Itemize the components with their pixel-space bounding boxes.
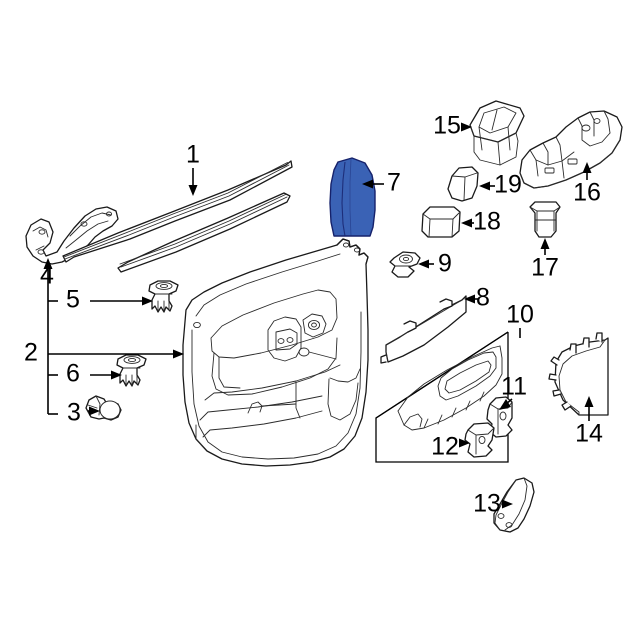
leader-6 — [90, 370, 122, 380]
leader-3 — [88, 406, 100, 416]
callout-label-13: 13 — [473, 490, 501, 518]
callout-label-1: 1 — [186, 141, 200, 169]
part-12-armrest-bracket-lower — [464, 422, 495, 458]
part-7-front-corner-garnish-cover — [329, 157, 376, 237]
leader-8 — [464, 294, 478, 304]
leader-4 — [43, 258, 53, 290]
leader-2 — [48, 349, 184, 359]
part-3-round-push-clip — [85, 395, 122, 421]
leader-17 — [540, 238, 550, 255]
callout-label-12: 12 — [431, 433, 459, 461]
part-18-switch-blank-cap-wide — [421, 206, 461, 238]
part-15-single-window-switch — [469, 100, 525, 166]
leader-bracket-left — [47, 290, 58, 415]
part-14-rear-trim-end-panel — [548, 332, 609, 416]
callout-label-19: 19 — [494, 171, 522, 199]
part-13-door-pull-handle-cover — [493, 477, 535, 533]
leader-11 — [499, 398, 513, 410]
leader-7 — [362, 179, 384, 189]
callout-label-14: 14 — [575, 420, 603, 448]
part-2-door-trim-panel — [182, 238, 369, 467]
part-16-master-window-switch-assembly — [519, 110, 623, 189]
leader-15 — [461, 122, 472, 132]
callout-label-4: 4 — [40, 262, 54, 290]
part-17-switch-blank-cap-tall — [529, 201, 561, 238]
callout-label-8: 8 — [476, 284, 490, 312]
part-1-door-belt-weatherstrip — [62, 160, 293, 273]
leader-16 — [582, 162, 592, 180]
callout-label-17: 17 — [531, 254, 559, 282]
part-4-upper-trim-bracket — [25, 206, 119, 265]
callout-label-3: 3 — [67, 399, 81, 427]
leader-13 — [502, 499, 513, 509]
part-5-retainer-clip-upper — [148, 280, 179, 313]
part-10-armrest-body — [397, 345, 503, 431]
part-19-switch-blank-cap-angled — [447, 166, 479, 202]
callout-label-15: 15 — [433, 112, 461, 140]
callout-label-10: 10 — [506, 301, 534, 329]
callout-label-6: 6 — [66, 360, 80, 388]
leader-18 — [461, 218, 474, 228]
callout-label-5: 5 — [66, 286, 80, 314]
leader-19 — [479, 181, 495, 191]
leader-5 — [90, 296, 153, 306]
callout-label-9: 9 — [438, 250, 452, 278]
leader-9 — [418, 259, 434, 269]
leader-12 — [459, 438, 470, 448]
callout-label-16: 16 — [573, 179, 601, 207]
part-8-armrest-trim-strip — [380, 295, 467, 364]
callout-label-7: 7 — [387, 169, 401, 197]
callout-label-2: 2 — [24, 339, 38, 367]
part-9-flat-retaining-nut — [389, 251, 421, 278]
callout-label-18: 18 — [473, 208, 501, 236]
leader-1 — [188, 168, 198, 196]
part-6-retainer-clip-lower — [116, 354, 147, 387]
leader-14 — [584, 396, 594, 421]
callout-label-11: 11 — [501, 373, 527, 401]
